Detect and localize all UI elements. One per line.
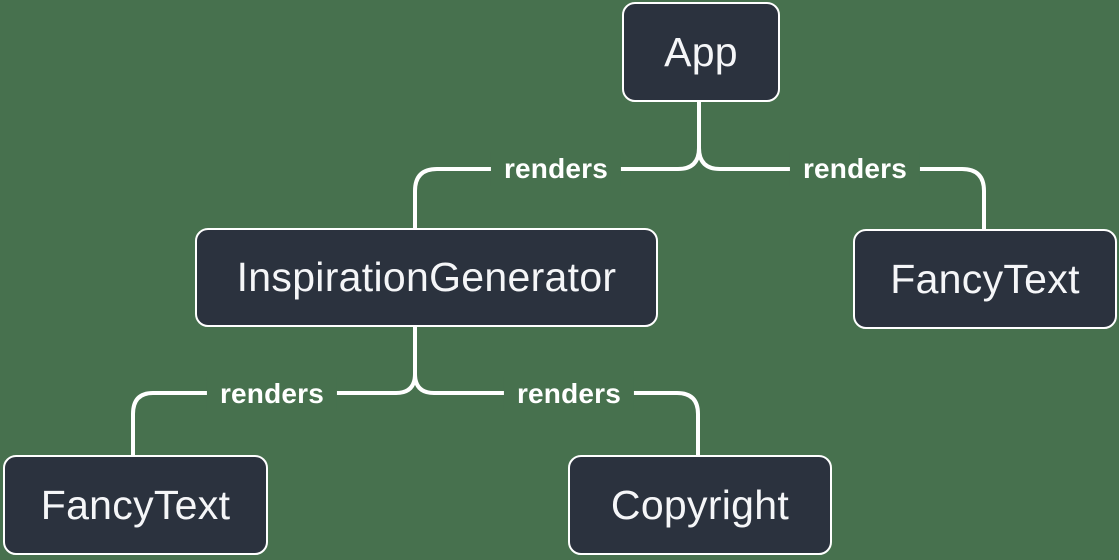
node-inspiration-generator: InspirationGenerator [195, 228, 658, 327]
node-fancy-text-top-right: FancyText [853, 229, 1117, 329]
edge-label-renders-inspiration-copyright: renders [503, 377, 635, 411]
node-inspiration-generator-label: InspirationGenerator [236, 254, 617, 300]
node-copyright-label: Copyright [610, 481, 790, 528]
edge-label-renders-inspiration-fancytext: renders [206, 377, 338, 411]
edge-label-renders-app-inspiration: renders [490, 152, 622, 186]
edge-label-renders-app-fancytext: renders [789, 152, 921, 186]
node-fancy-text-bottom-left: FancyText [3, 455, 268, 555]
node-app: App [622, 2, 780, 102]
node-fancy-text-bottom-left-label: FancyText [40, 481, 231, 528]
node-fancy-text-top-right-label: FancyText [890, 255, 1080, 302]
node-app-label: App [664, 28, 738, 75]
node-copyright: Copyright [568, 455, 832, 555]
